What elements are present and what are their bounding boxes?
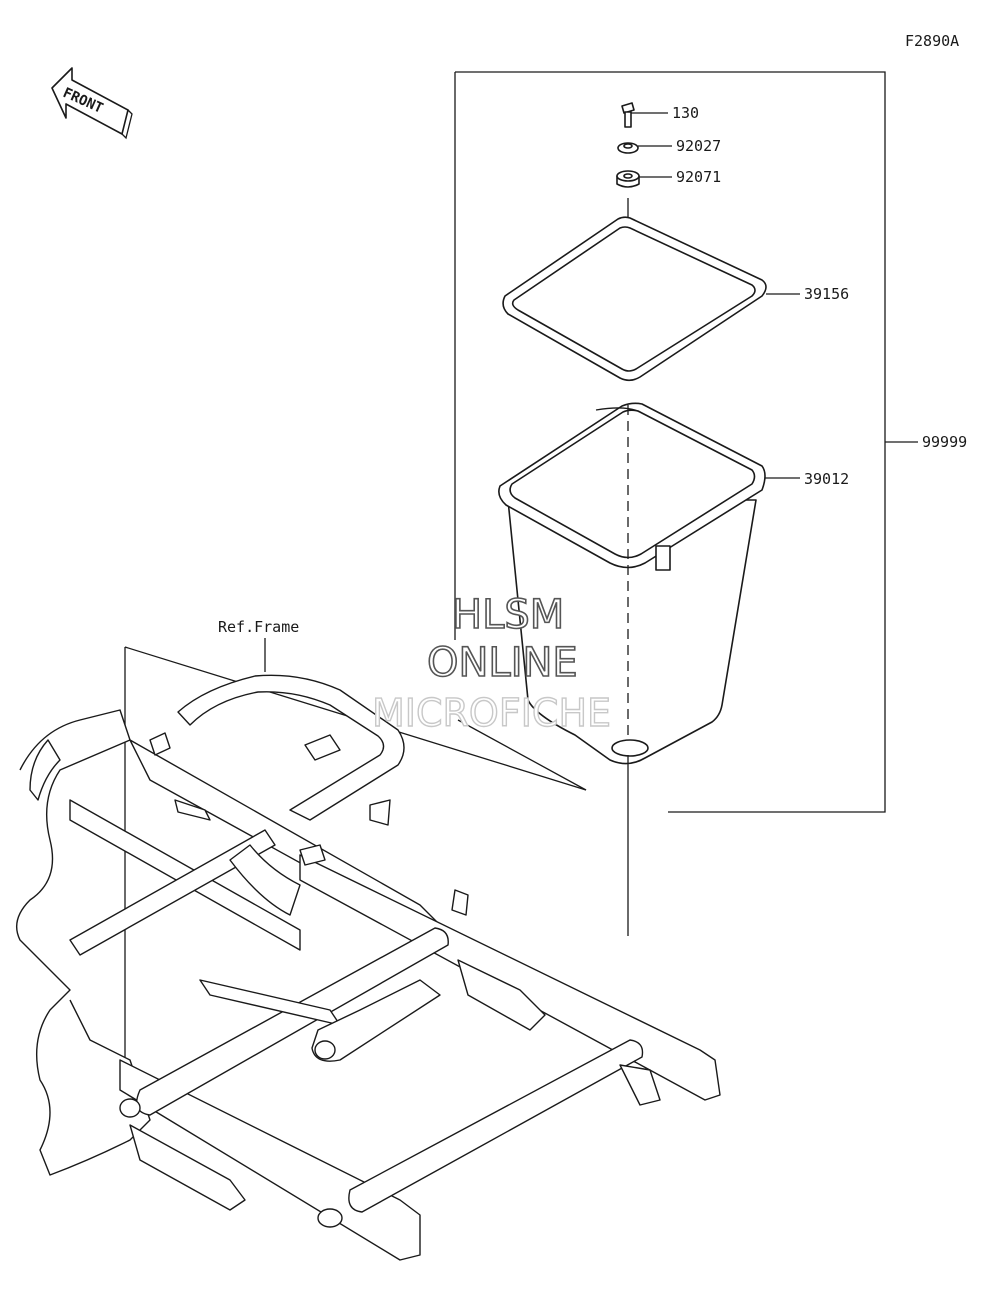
part-99999-label: 99999	[922, 433, 967, 451]
washer-icon	[617, 142, 672, 154]
seal-icon	[502, 216, 800, 382]
watermark-line-3: MICROFICHE	[372, 691, 611, 735]
part-39156-label: 39156	[804, 285, 849, 303]
ref-frame-label: Ref.Frame	[218, 618, 299, 636]
watermark-line-1: HLSM	[452, 592, 564, 638]
front-arrow-icon: FRONT	[51, 67, 133, 140]
watermark: HLSM ONLINE MICROFICHE	[371, 591, 611, 736]
part-92027-label: 92027	[676, 137, 721, 155]
part-39012-label: 39012	[804, 470, 849, 488]
part-92071-label: 92071	[676, 168, 721, 186]
assembly-bracket	[454, 71, 918, 813]
storage-box-icon	[498, 402, 800, 765]
diagram-id: F2890A	[905, 32, 959, 50]
bolt-icon	[621, 102, 668, 128]
frame-icon	[16, 674, 721, 1261]
grommet-icon	[616, 170, 672, 188]
watermark-line-2: ONLINE	[427, 640, 578, 686]
part-130-label: 130	[672, 104, 699, 122]
